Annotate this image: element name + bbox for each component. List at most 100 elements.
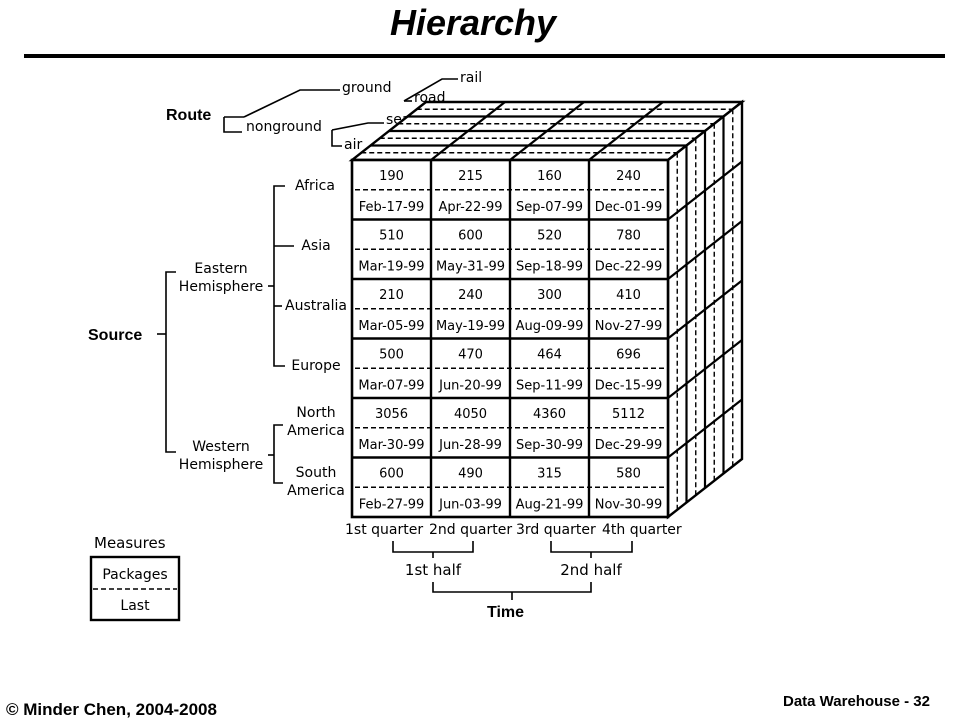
hemisphere-label-line: Eastern	[194, 261, 247, 277]
hemisphere-label-line: Hemisphere	[179, 457, 263, 473]
cell-packages-value: 190	[379, 169, 404, 184]
cell-last-date: Sep-11-99	[516, 379, 583, 394]
source-region-line: America	[287, 423, 345, 439]
cell-packages-value: 4360	[533, 407, 566, 422]
cell-last-date: Mar-19-99	[358, 260, 424, 275]
source-region-line: South	[296, 465, 337, 481]
source-region-line: Australia	[285, 298, 347, 314]
route-ground-label: ground	[342, 80, 392, 96]
time-quarter-label: 2nd quarter	[429, 522, 512, 538]
cell-last-date: Aug-21-99	[516, 498, 584, 513]
cell-packages-value: 5112	[612, 407, 645, 422]
cell-last-date: Dec-01-99	[595, 200, 663, 215]
cell-last-date: Dec-29-99	[595, 438, 663, 453]
cell-last-date: Dec-15-99	[595, 379, 663, 394]
cell-packages-value: 300	[537, 288, 562, 303]
cell-packages-value: 160	[537, 169, 562, 184]
route-rail-label: rail	[460, 70, 482, 86]
cell-last-date: Sep-07-99	[516, 200, 583, 215]
source-region-label: Australia	[285, 298, 347, 314]
page-title: Hierarchy	[389, 2, 557, 43]
cell-last-date: May-19-99	[436, 319, 505, 334]
cell-packages-value: 490	[458, 467, 483, 482]
cell-packages-value: 210	[379, 288, 404, 303]
time-half-label: 1st half	[405, 561, 462, 579]
time-quarter-label: 1st quarter	[345, 522, 423, 538]
hemisphere-label-line: Western	[192, 439, 249, 455]
cell-packages-value: 4050	[454, 407, 487, 422]
cell-packages-value: 464	[537, 348, 562, 363]
cell-last-date: Apr-22-99	[438, 200, 502, 215]
cell-packages-value: 410	[616, 288, 641, 303]
time-half-label: 2nd half	[560, 561, 622, 579]
cell-packages-value: 600	[458, 229, 483, 244]
cell-packages-value: 600	[379, 467, 404, 482]
source-region-line: North	[296, 405, 335, 421]
measures-packages-label: Packages	[102, 567, 167, 583]
first-half-bracket	[392, 541, 474, 553]
nonground-to-sea-line	[331, 122, 384, 131]
cell-packages-value: 240	[616, 169, 641, 184]
eastern-bracket	[273, 185, 285, 367]
cell-packages-value: 470	[458, 348, 483, 363]
cell-packages-value: 510	[379, 229, 404, 244]
measures-last-label: Last	[120, 598, 150, 614]
source-region-label: Asia	[301, 238, 330, 254]
cell-packages-value: 215	[458, 169, 483, 184]
cell-last-date: Feb-27-99	[359, 498, 424, 513]
route-nonground-label: nonground	[246, 119, 322, 135]
time-quarter-label: 3rd quarter	[516, 522, 596, 538]
source-branch-bracket	[165, 271, 176, 453]
cell-last-date: Mar-05-99	[358, 319, 424, 334]
route-air-label: air	[344, 137, 362, 153]
cell-last-date: Dec-22-99	[595, 260, 663, 275]
cell-packages-value: 580	[616, 467, 641, 482]
source-region-line: Europe	[291, 358, 340, 374]
cell-last-date: Mar-30-99	[358, 438, 424, 453]
cell-last-date: Mar-07-99	[358, 379, 424, 394]
cube-front-face: 190Feb-17-99215Apr-22-99160Sep-07-99240D…	[350, 158, 670, 519]
cell-last-date: Aug-09-99	[516, 319, 584, 334]
cell-packages-value: 696	[616, 348, 641, 363]
cell-packages-value: 520	[537, 229, 562, 244]
measures-title: Measures	[94, 534, 166, 552]
source-hierarchy	[157, 185, 294, 484]
page-number-label: Data Warehouse - 32	[783, 693, 930, 710]
cell-last-date: Feb-17-99	[359, 200, 424, 215]
cell-last-date: Jun-20-99	[438, 379, 502, 394]
cell-packages-value: 315	[537, 467, 562, 482]
title-divider	[24, 54, 945, 58]
cell-packages-value: 3056	[375, 407, 408, 422]
cell-packages-value: 240	[458, 288, 483, 303]
western-bracket	[273, 424, 283, 484]
second-half-bracket	[550, 541, 633, 553]
cube-top-face	[348, 100, 746, 162]
cell-last-date: Sep-30-99	[516, 438, 583, 453]
route-hierarchy	[223, 78, 458, 147]
source-region-line: Asia	[301, 238, 330, 254]
source-region-label: Africa	[295, 178, 335, 194]
cell-packages-value: 500	[379, 348, 404, 363]
ground-to-rail-line	[403, 78, 458, 102]
route-label: Route	[166, 107, 211, 124]
cell-last-date: Jun-28-99	[438, 438, 502, 453]
